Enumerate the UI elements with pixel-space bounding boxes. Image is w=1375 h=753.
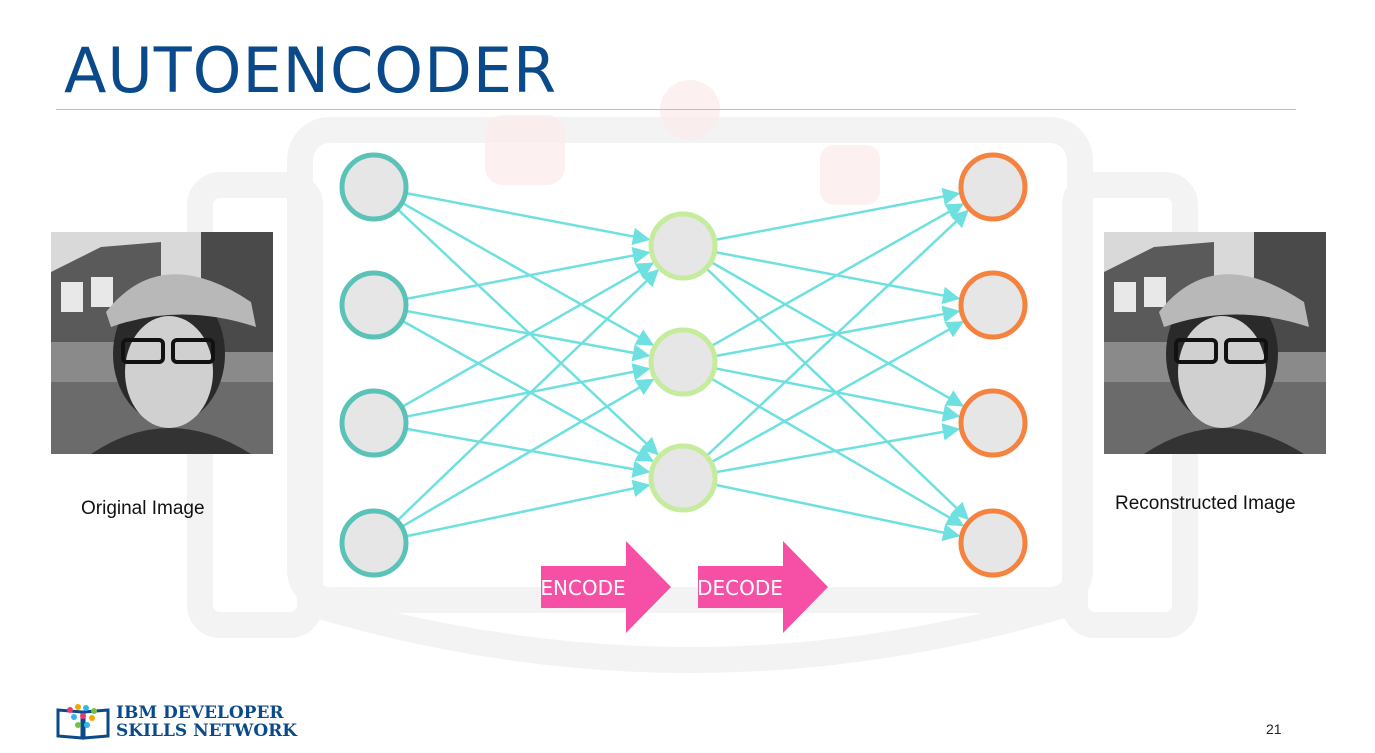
logo-line-2: SKILLS NETWORK xyxy=(116,721,298,741)
input-to-hidden-edge-1-3 xyxy=(397,209,659,456)
slide-title: AUTOENCODER xyxy=(64,34,558,107)
hidden-to-output-edge-3-1 xyxy=(706,209,969,456)
ibm-developer-skills-network-logo: IBM DEVELOPER SKILLS NETWORK xyxy=(56,704,297,740)
input-to-hidden-edge-4-3 xyxy=(407,479,651,538)
decode-arrow xyxy=(698,541,828,633)
hidden-node-1 xyxy=(648,211,718,281)
encode-label: ENCODE xyxy=(540,576,625,600)
original-image-caption: Original Image xyxy=(81,498,205,519)
page-number: 21 xyxy=(1266,721,1282,737)
logo-book-icon xyxy=(56,704,110,740)
original-image xyxy=(51,232,273,454)
output-node-4 xyxy=(958,508,1028,578)
input-to-hidden-edge-1-2 xyxy=(402,202,655,346)
input-to-hidden-edge-3-1 xyxy=(402,262,655,408)
input-to-hidden-edge-4-1 xyxy=(397,269,660,521)
hidden-to-output-edge-1-1 xyxy=(716,187,961,241)
input-node-1 xyxy=(339,152,409,222)
hidden-to-output-edge-3-2 xyxy=(712,320,964,463)
hidden-node-3 xyxy=(648,443,718,513)
decode-label: DECODE xyxy=(697,576,783,600)
title-underline xyxy=(56,109,1296,110)
reconstructed-image-caption: Reconstructed Image xyxy=(1115,493,1296,514)
input-node-4 xyxy=(339,508,409,578)
encode-arrow xyxy=(541,541,671,633)
input-to-hidden-edge-2-1 xyxy=(407,246,651,300)
output-node-3 xyxy=(958,388,1028,458)
input-to-hidden-edge-3-2 xyxy=(407,363,651,418)
hidden-to-output-edge-1-4 xyxy=(706,268,969,520)
reconstructed-image xyxy=(1104,232,1326,454)
input-to-hidden-edge-2-3 xyxy=(403,320,654,462)
input-node-3 xyxy=(339,388,409,458)
hidden-node-2 xyxy=(648,327,718,397)
output-node-2 xyxy=(958,270,1028,340)
input-to-hidden-edge-1-1 xyxy=(407,192,651,246)
hidden-to-output-edge-3-4 xyxy=(716,483,961,542)
hidden-to-output-edge-3-3 xyxy=(716,423,961,474)
input-node-2 xyxy=(339,270,409,340)
logo-line-1: IBM DEVELOPER xyxy=(116,703,284,723)
hidden-to-output-edge-2-4 xyxy=(711,378,965,527)
input-to-hidden-edge-4-2 xyxy=(402,378,655,527)
output-node-1 xyxy=(958,152,1028,222)
input-to-hidden-edge-3-3 xyxy=(407,427,651,478)
hidden-to-output-edge-2-1 xyxy=(711,203,965,347)
